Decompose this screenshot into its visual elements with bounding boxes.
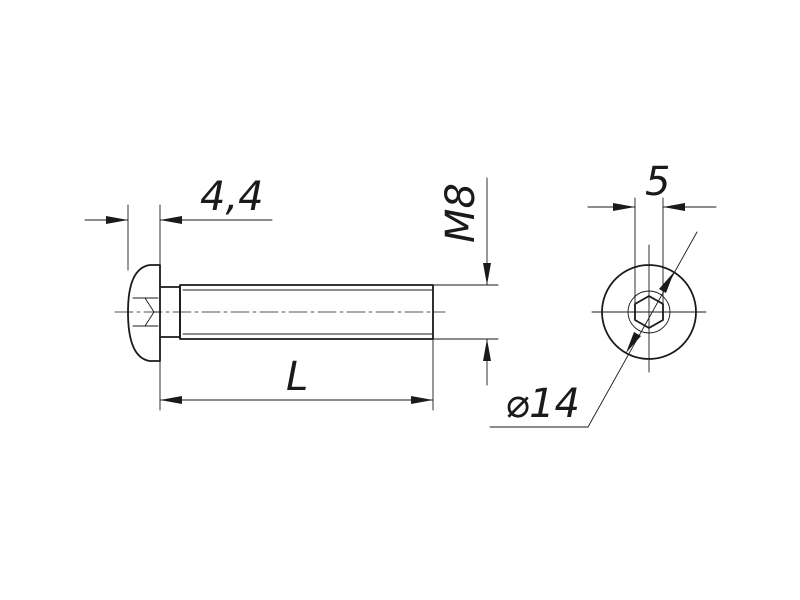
- dimension-text-head-height: 4,4: [200, 174, 264, 220]
- bolt-end-view: [591, 244, 707, 373]
- dimension-text-hex-socket: 5: [645, 159, 670, 205]
- dimension-thread: M8: [432, 177, 499, 386]
- arrowhead: [483, 263, 491, 285]
- dimension-text-head-diameter: ⌀14: [505, 381, 580, 427]
- arrowhead: [663, 203, 685, 211]
- arrowhead: [160, 216, 182, 224]
- arrowhead: [483, 339, 491, 361]
- head-socket-hidden-lines: [132, 297, 161, 327]
- dimension-text-thread: M8: [438, 183, 484, 243]
- arrowhead: [659, 272, 674, 293]
- dimension-text-length: L: [286, 354, 308, 400]
- dimension-head-diameter: ⌀14: [489, 231, 698, 428]
- arrowhead: [626, 332, 641, 353]
- arrowhead: [106, 216, 128, 224]
- bolt-head-outline: [127, 264, 161, 362]
- dimension-head-height: 4,4: [84, 174, 273, 271]
- bolt-side-view: [114, 264, 446, 362]
- dimension-hex-socket: 5: [587, 159, 717, 305]
- dimension-length: L: [159, 338, 434, 411]
- arrowhead: [613, 203, 635, 211]
- diameter-leader-line: [587, 231, 698, 428]
- thread-minor-lines: [182, 289, 433, 335]
- arrowhead: [411, 396, 433, 404]
- arrowhead: [160, 396, 182, 404]
